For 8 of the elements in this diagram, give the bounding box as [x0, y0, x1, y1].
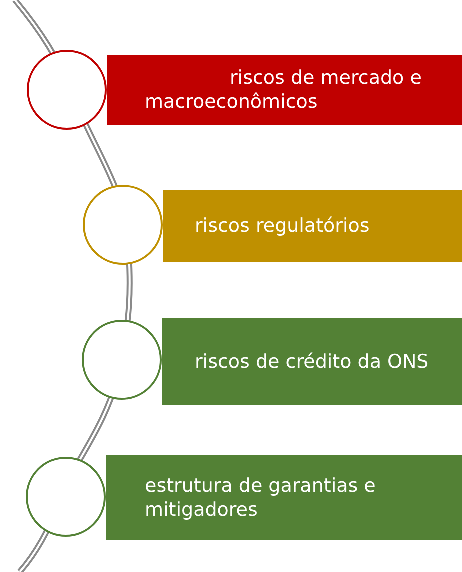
banner-text: riscos de mercado e macroeconômicos	[145, 66, 423, 114]
banner	[107, 55, 462, 125]
banner-text: riscos regulatórios	[195, 214, 371, 238]
banner	[162, 318, 462, 405]
banner-text: estrutura de garantias e mitigadores	[145, 474, 377, 522]
banner	[106, 455, 462, 540]
banner	[163, 190, 462, 262]
banner-text: riscos de crédito da ONS	[195, 350, 430, 374]
